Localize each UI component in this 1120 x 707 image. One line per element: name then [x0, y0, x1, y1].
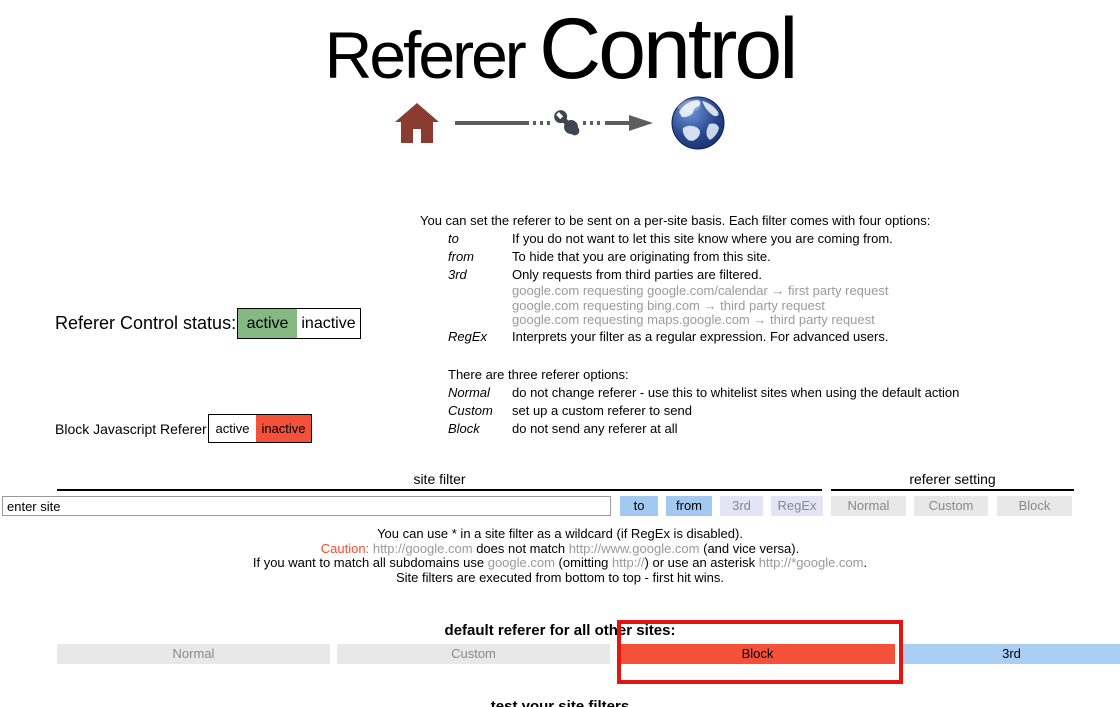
help-row-block: Block do not send any referer at all	[420, 420, 1085, 438]
caution-label: Caution:	[320, 540, 373, 556]
note-line3-mid2: ) or use an asterisk	[644, 555, 759, 570]
note-url-5: http://*google.com	[758, 555, 864, 570]
note-line2-end: (and vice versa).	[699, 540, 800, 556]
page-title: Referer Control	[0, 0, 1120, 102]
default-3rd-button[interactable]: 3rd	[903, 644, 1120, 664]
help-desc-to: If you do not want to let this site know…	[512, 231, 893, 246]
help-term-from: from	[448, 249, 474, 264]
page-title-light: Referer	[324, 18, 527, 92]
help-term-regex: RegEx	[448, 328, 488, 344]
help-example-2: google.com requesting bing.com → third p…	[512, 297, 825, 313]
help-row-3rd: 3rd Only requests from third parties are…	[420, 266, 1085, 284]
note-url-1: http://google.com	[372, 540, 473, 556]
default-normal-button[interactable]: Normal	[57, 644, 330, 664]
default-block-button[interactable]: Block	[620, 644, 895, 664]
help-gap	[420, 346, 1085, 366]
note-url-3: google.com	[487, 555, 555, 570]
default-referer-heading: default referer for all other sites:	[444, 622, 676, 639]
globe-icon	[669, 94, 727, 157]
arrow-icon	[455, 101, 655, 150]
help-block: You can set the referer to be sent on a …	[420, 212, 1085, 438]
help-row-custom: Custom set up a custom referer to send	[420, 402, 1085, 420]
help-desc-3rd: Only requests from third parties are fil…	[512, 267, 762, 282]
site-filter-header: site filter	[57, 470, 822, 491]
help-example-3: google.com requesting maps.google.com → …	[512, 312, 875, 327]
help-referer-intro-row: There are three referer options:	[420, 366, 1085, 384]
js-referer-label: Block Javascript Referer:	[55, 421, 211, 437]
wrench-icon	[554, 109, 580, 135]
site-filter-input[interactable]	[2, 496, 611, 516]
help-row-normal: Normal do not change referer - use this …	[420, 384, 1085, 402]
status-toggle-active[interactable]: active	[238, 309, 297, 338]
setting-block-button[interactable]: Block	[997, 496, 1072, 516]
note-url-4: http://	[612, 555, 645, 570]
js-toggle-active[interactable]: active	[209, 415, 256, 442]
help-term-custom: Custom	[448, 402, 493, 418]
note-line-3: If you want to match all subdomains use …	[0, 555, 1120, 571]
header-icon-flow	[0, 93, 1120, 157]
filter-regex-button[interactable]: RegEx	[771, 496, 823, 516]
help-row-regex: RegEx Interprets your filter as a regula…	[420, 328, 1085, 346]
help-desc-custom: set up a custom referer to send	[512, 402, 692, 418]
help-term-3rd: 3rd	[448, 267, 467, 282]
title-space	[524, 18, 539, 92]
status-toggle: active inactive	[237, 308, 361, 339]
status-toggle-inactive[interactable]: inactive	[297, 309, 360, 338]
help-term-normal: Normal	[448, 384, 490, 400]
note-line-2: Caution: http://google.com does not matc…	[0, 540, 1120, 557]
note-url-2: http://www.google.com	[568, 540, 700, 556]
help-row-to: to If you do not want to let this site k…	[420, 230, 1085, 248]
help-term-block: Block	[448, 420, 480, 436]
page-title-strong: Control	[539, 1, 798, 97]
help-referer-intro: There are three referer options:	[448, 366, 629, 382]
status-label: Referer Control status:	[55, 313, 237, 333]
filter-3rd-button[interactable]: 3rd	[720, 496, 763, 516]
note-line3-mid1: (omitting	[554, 555, 613, 570]
default-custom-button[interactable]: Custom	[337, 644, 610, 664]
referer-setting-header: referer setting	[831, 470, 1074, 491]
filter-from-button[interactable]: from	[666, 496, 712, 516]
test-site-filters-heading: test your site filters	[490, 698, 630, 707]
help-desc-normal: do not change referer - use this to whit…	[512, 384, 960, 400]
note-line3-end: .	[863, 555, 868, 570]
js-referer-toggle: active inactive	[208, 414, 312, 443]
note-line2-mid: does not match	[472, 540, 569, 556]
setting-custom-button[interactable]: Custom	[914, 496, 988, 516]
note-line-1: You can use * in a site filter as a wild…	[377, 526, 743, 541]
notes-block: You can use * in a site filter as a wild…	[0, 526, 1120, 585]
help-desc-block: do not send any referer at all	[512, 420, 678, 436]
help-intro: You can set the referer to be sent on a …	[420, 213, 931, 228]
filter-to-button[interactable]: to	[620, 496, 658, 516]
home-icon	[393, 99, 441, 152]
note-line-4: Site filters are executed from bottom to…	[395, 569, 724, 585]
js-toggle-inactive[interactable]: inactive	[256, 415, 311, 442]
help-term-to: to	[448, 231, 459, 246]
help-example-1: google.com requesting google.com/calenda…	[512, 283, 889, 298]
help-desc-from: To hide that you are originating from th…	[512, 249, 771, 264]
setting-normal-button[interactable]: Normal	[831, 496, 906, 516]
help-desc-regex: Interprets your filter as a regular expr…	[512, 328, 889, 344]
note-line3-start: If you want to match all subdomains use	[252, 555, 488, 570]
help-row-from: from To hide that you are originating fr…	[420, 248, 1085, 266]
